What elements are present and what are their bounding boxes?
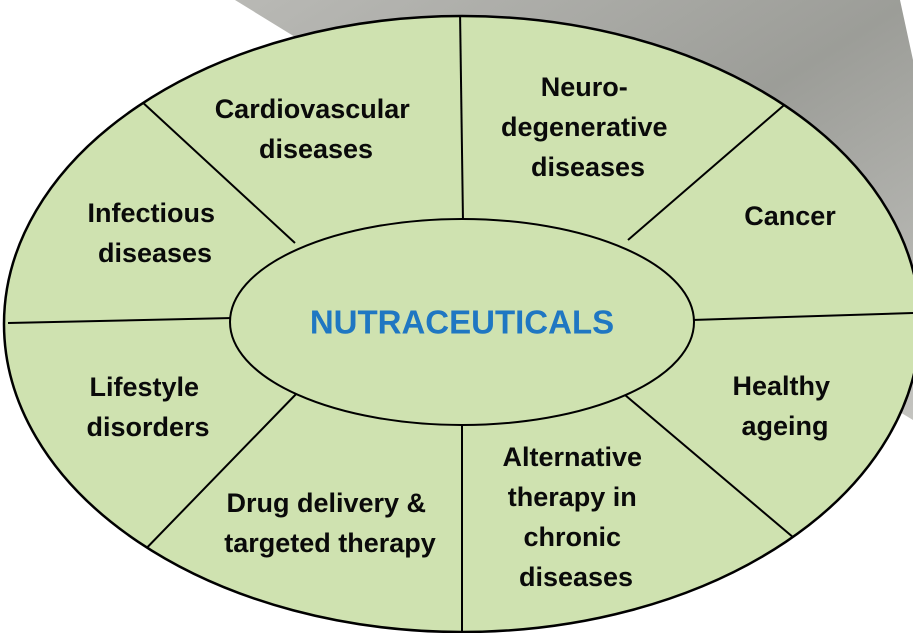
segment-label-alternative-therapy: Alternative therapy in chronic diseases	[502, 442, 649, 592]
divider-top	[459, 16, 464, 223]
segment-line: diseases	[259, 134, 373, 164]
center-label: NUTRACEUTICALS	[310, 304, 614, 341]
segment-line: disorders	[86, 412, 209, 442]
segment-label-cancer: Cancer	[744, 201, 836, 231]
segment-label-infectious: Infectious diseases	[87, 198, 222, 268]
segment-label-healthy-ageing: Healthy ageing	[732, 371, 837, 441]
segment-line: Alternative	[502, 442, 642, 472]
segment-line: Lifestyle	[89, 372, 199, 402]
divider-top-left	[139, 99, 296, 244]
segment-line: Neuro-	[541, 72, 628, 102]
segment-line: Drug delivery &	[226, 488, 426, 518]
divider-left	[7, 317, 234, 324]
segment-line: Healthy	[732, 371, 830, 401]
segment-label-drug-delivery: Drug delivery & targeted therapy	[224, 488, 436, 558]
segment-line: diseases	[531, 152, 645, 182]
segment-label-lifestyle: Lifestyle disorders	[86, 372, 209, 442]
divider-bottom-right	[624, 394, 821, 561]
segment-line: chronic	[523, 522, 621, 552]
center-oval	[229, 218, 695, 426]
segment-label-neurodegenerative: Neuro- degenerative diseases	[501, 72, 675, 182]
segment-line: Cancer	[744, 201, 836, 231]
divider-right	[691, 312, 913, 321]
segment-label-cardiovascular: Cardiovascular diseases	[215, 94, 418, 164]
segment-line: ageing	[741, 411, 828, 441]
divider-bottom-left	[134, 389, 301, 561]
segment-line: diseases	[98, 238, 212, 268]
segment-line: degenerative	[501, 112, 668, 142]
segment-line: Infectious	[87, 198, 215, 228]
divider-top-right	[627, 99, 791, 241]
segment-line: diseases	[519, 562, 633, 592]
segment-line: therapy in	[508, 482, 637, 512]
segment-dividers	[7, 16, 913, 632]
segment-line: Cardiovascular	[215, 94, 411, 124]
segment-line: targeted therapy	[224, 528, 436, 558]
